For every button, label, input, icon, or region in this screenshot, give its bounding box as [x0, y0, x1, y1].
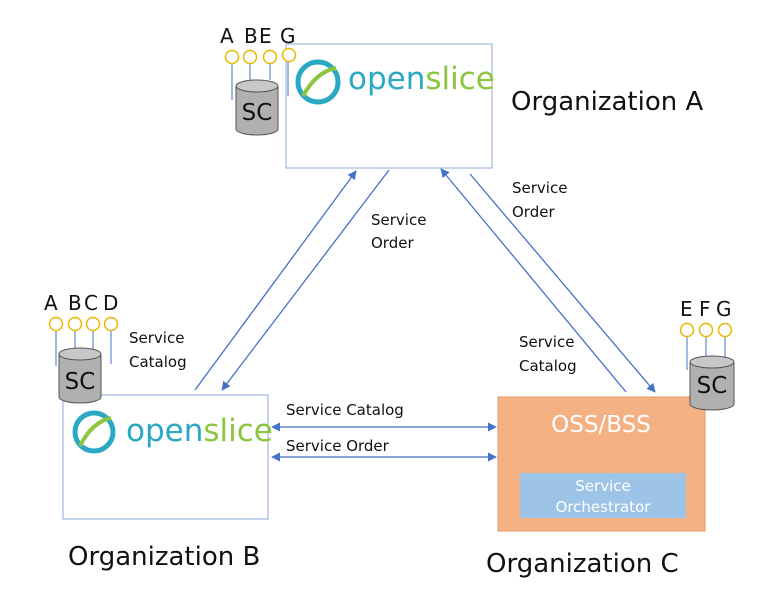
catalog-letter: F	[699, 297, 711, 321]
connector-circle-icon	[679, 322, 695, 338]
brand-open-text: open	[126, 413, 203, 449]
catalog-letter: C	[84, 291, 98, 315]
sc-label: SC	[697, 373, 728, 399]
connector-circle-icon	[85, 316, 101, 332]
catalog-letter: B	[68, 291, 82, 315]
database-cylinder-icon	[689, 355, 735, 411]
catalog-letter: B	[244, 24, 258, 48]
connector-circle-icon	[224, 49, 240, 65]
catalog-letter: E	[680, 297, 693, 321]
connector-circle-icon	[48, 316, 64, 332]
edge-label-b-catalog-2: Catalog	[129, 353, 187, 371]
brand-open-text: open	[348, 61, 425, 97]
arrow-c-to-a[interactable]	[440, 168, 627, 393]
service-catalog-a: A B E G SC	[220, 24, 297, 136]
edge-label-bc-order: Service Order	[286, 437, 390, 455]
connector-circle-icon	[103, 316, 119, 332]
org-a-box[interactable]: openslice	[285, 43, 495, 169]
edge-label-bc-catalog: Service Catalog	[286, 401, 404, 419]
brand-slice-text: slice	[203, 413, 273, 449]
sc-label: SC	[242, 100, 273, 126]
orchestrator-line2: Orchestrator	[556, 498, 652, 516]
connector-circle-icon	[717, 322, 733, 338]
sc-label: SC	[65, 369, 96, 395]
org-a-label: Organization A	[511, 87, 703, 117]
edge-label-ca-catalog-1: Service	[519, 333, 574, 351]
edge-label-b-catalog-1: Service	[129, 329, 184, 347]
connector-circle-icon	[698, 322, 714, 338]
oss-bss-label: OSS/BSS	[551, 412, 651, 438]
service-orchestrator-box[interactable]: Service Orchestrator	[520, 473, 686, 518]
orchestrator-line1: Service	[575, 477, 630, 495]
org-c-label: Organization C	[486, 549, 679, 579]
edge-label-ca-catalog-2: Catalog	[519, 357, 577, 375]
catalog-letter: A	[44, 291, 58, 315]
org-c-box[interactable]: OSS/BSS Service Orchestrator	[497, 396, 706, 532]
connector-circle-icon	[242, 49, 258, 65]
openslice-logo-icon	[295, 59, 341, 105]
connector-circle-icon	[67, 316, 83, 332]
database-cylinder-icon	[58, 347, 102, 404]
catalog-letter: G	[716, 297, 732, 321]
service-catalog-c: E F G SC	[679, 297, 735, 411]
svg-text:openslice: openslice	[126, 413, 273, 449]
org-b-box[interactable]: openslice	[62, 394, 273, 520]
svg-text:openslice: openslice	[348, 61, 495, 97]
arrow-b-to-a[interactable]	[194, 170, 357, 391]
connector-circle-icon	[262, 49, 278, 65]
edge-label-ca-order-1: Service	[512, 179, 567, 197]
catalog-letter: E	[259, 24, 272, 48]
edge-label-ca-order-2: Order	[512, 203, 555, 221]
catalog-letter: G	[280, 24, 296, 48]
edge-label-ab-order-1: Service	[371, 211, 426, 229]
arrow-a-to-b[interactable]	[221, 169, 390, 391]
catalog-letter: A	[220, 24, 234, 48]
org-b-label: Organization B	[68, 542, 260, 572]
database-cylinder-icon	[235, 79, 279, 136]
brand-slice-text: slice	[425, 61, 495, 97]
arrow-a-to-c[interactable]	[469, 173, 656, 393]
openslice-logo-icon	[72, 410, 116, 454]
service-catalog-b: A B C D SC	[44, 291, 119, 404]
edge-label-ab-order-2: Order	[371, 234, 414, 252]
connector-circle-icon	[281, 47, 297, 63]
catalog-letter: D	[103, 291, 118, 315]
